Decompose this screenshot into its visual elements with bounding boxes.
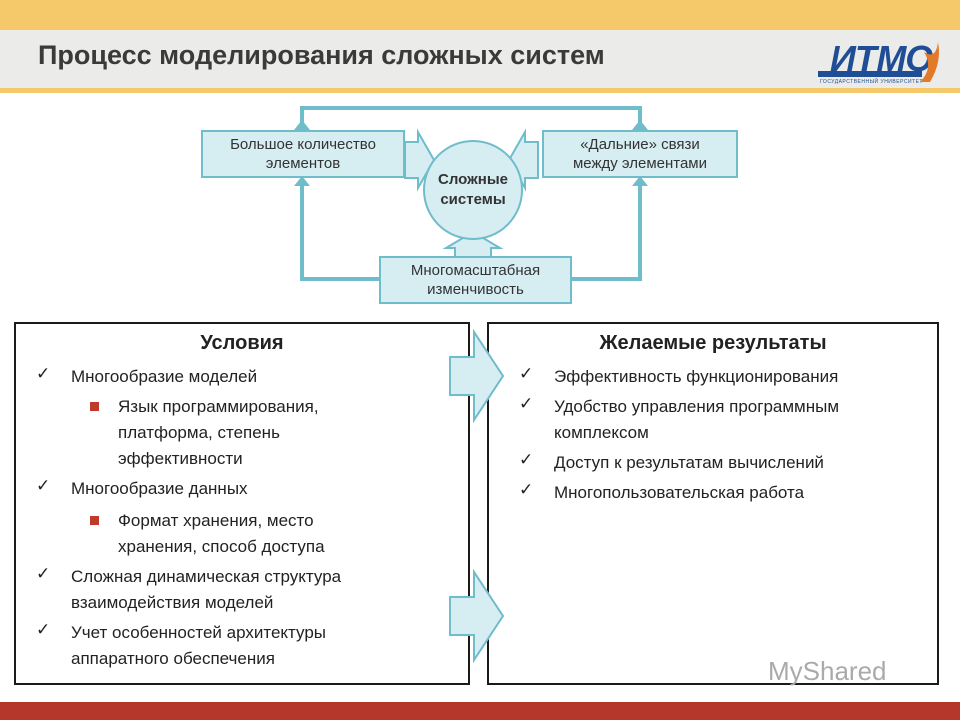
diagram-node-multiscale: Многомасштабная изменчивость <box>379 256 572 304</box>
results-item: Доступ к результатам вычислений <box>554 453 824 472</box>
center-line2: системы <box>440 191 506 208</box>
conditions-item: Многообразие данных <box>71 479 248 498</box>
node-elements-line1: Большое количество <box>230 136 376 153</box>
bullet-square-icon <box>90 516 99 525</box>
conditions-item: Сложная динамическая структура взаимодей… <box>71 567 342 612</box>
results-heading: Желаемые результаты <box>599 332 827 354</box>
conditions-item: Многообразие моделей <box>71 367 258 386</box>
check-icon: ✓ <box>519 480 534 499</box>
node-multiscale-line1: Многомасштабная <box>410 262 541 279</box>
node-elements-line2: элементов <box>265 155 341 172</box>
conditions-subitem: Язык программирования, платформа, степен… <box>118 397 319 468</box>
top-accent-bar <box>0 0 960 30</box>
check-icon: ✓ <box>36 364 51 383</box>
title-underline <box>0 88 960 93</box>
slide-title: Процесс моделирования сложных систем <box>38 40 605 70</box>
conditions-panel: Условия ✓ Многообразие моделей Язык прог… <box>14 322 470 685</box>
check-icon: ✓ <box>36 620 51 639</box>
center-line1: Сложные <box>438 171 508 188</box>
results-item: Многопользовательская работа <box>554 483 805 502</box>
logo-subtitle: ГОСУДАРСТВЕННЫЙ УНИВЕРСИТЕТ <box>820 79 923 85</box>
arrow-right-icon <box>449 328 505 424</box>
check-icon: ✓ <box>36 564 51 583</box>
conditions-subitem: Формат хранения, место хранения, способ … <box>118 511 325 556</box>
check-icon: ✓ <box>519 394 534 413</box>
check-icon: ✓ <box>519 364 534 383</box>
conditions-heading: Условия <box>200 332 284 354</box>
diagram-node-complex-systems: Сложные системы <box>423 140 523 240</box>
diagram-node-elements: Большое количество элементов <box>201 130 405 178</box>
arrow-right-icon <box>449 568 505 664</box>
results-item: Удобство управления программным комплекс… <box>554 397 840 442</box>
results-item: Эффективность функционирования <box>554 367 839 386</box>
node-links-line1: «Дальние» связи <box>580 136 700 153</box>
conditions-item: Учет особенностей архитектуры аппаратног… <box>71 623 327 668</box>
diagram-node-links: «Дальние» связи между элементами <box>542 130 738 178</box>
node-multiscale-line2: изменчивость <box>427 281 524 298</box>
title-bar <box>0 30 960 88</box>
check-icon: ✓ <box>519 450 534 469</box>
itmo-logo: ИТМО ГОСУДАРСТВЕННЫЙ УНИВЕРСИТЕТ <box>818 38 942 85</box>
results-panel: Желаемые результаты ✓ Эффективность функ… <box>487 322 939 685</box>
watermark: MyShared <box>768 656 887 686</box>
node-links-line2: между элементами <box>572 155 708 172</box>
bottom-accent-bar <box>0 702 960 720</box>
check-icon: ✓ <box>36 476 51 495</box>
bullet-square-icon <box>90 402 99 411</box>
logo-flame-icon <box>920 42 939 82</box>
logo-bar <box>818 71 922 77</box>
